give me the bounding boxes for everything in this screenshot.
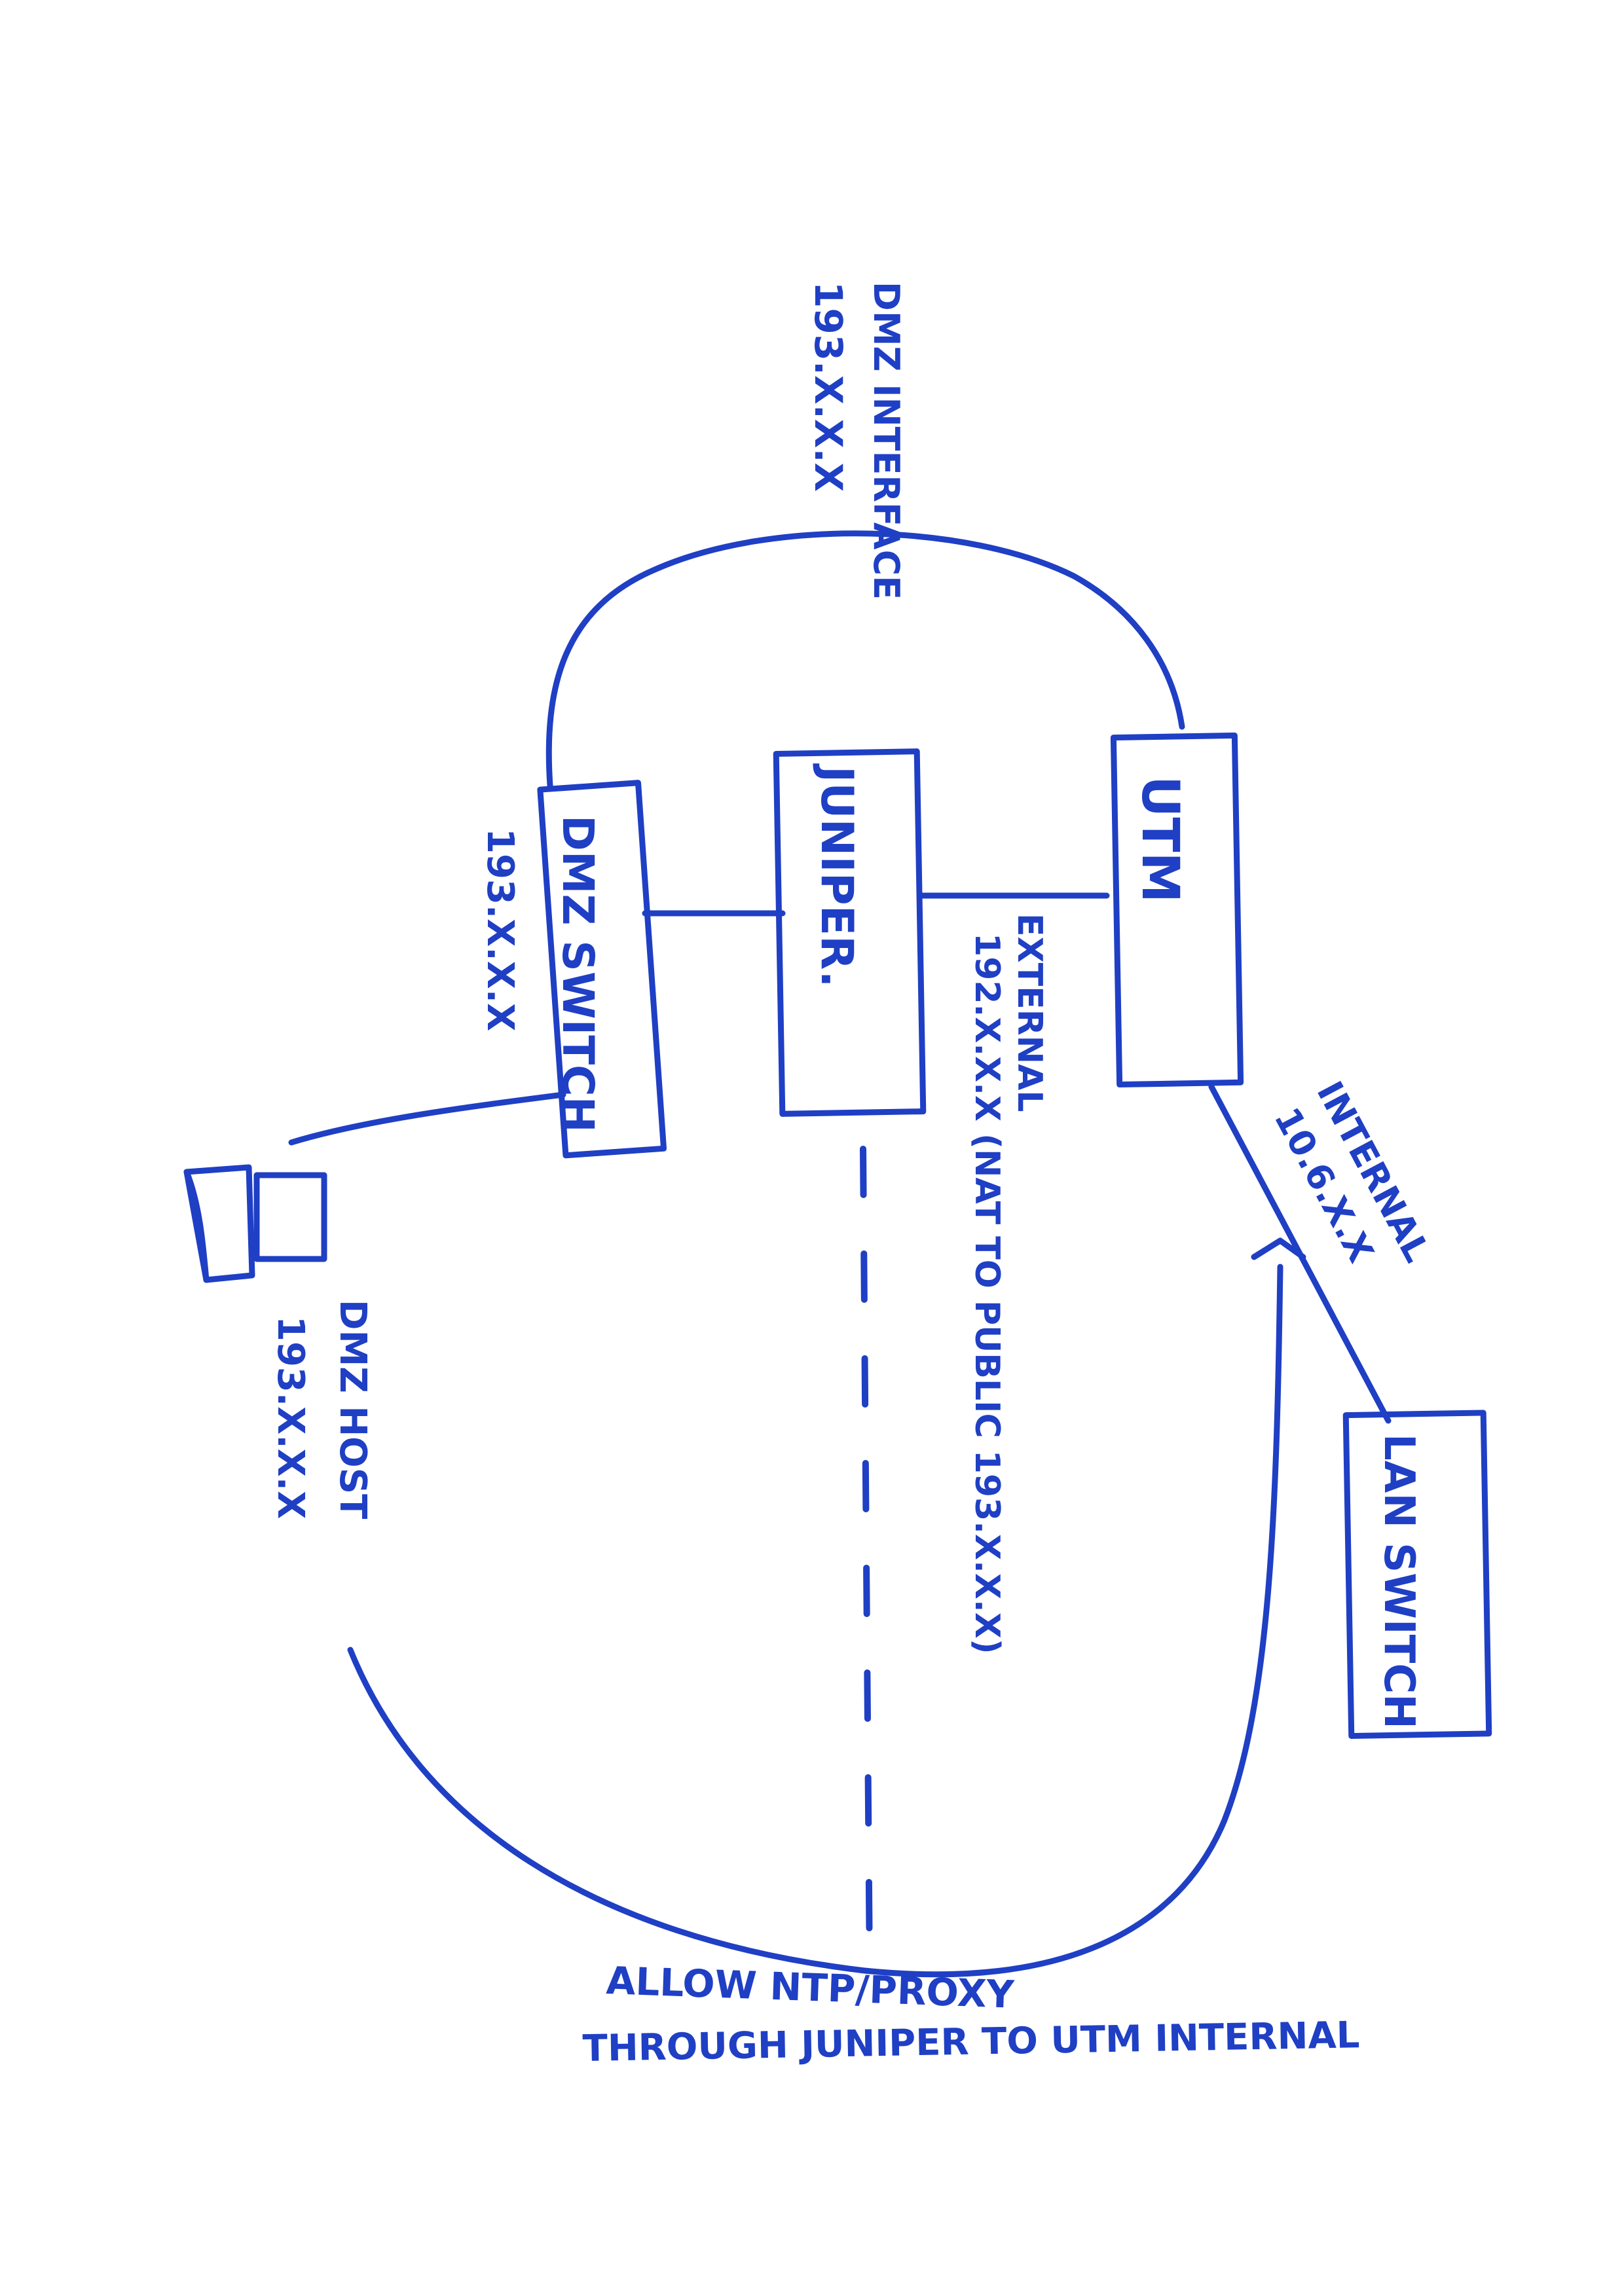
ntp-proxy-flow-path: [347, 1264, 1283, 1978]
juniper-dashed-divider: [860, 1146, 873, 1974]
flow-arrowhead-icon: [1251, 1237, 1306, 1260]
lan-switch-box: [1342, 1410, 1492, 1740]
dmz-interface-link: [545, 530, 1185, 789]
dmz-switch-box: [537, 780, 667, 1159]
juniper-label: JUNIPER.: [811, 763, 862, 987]
utm-box: [1110, 732, 1244, 1088]
juniper-box: [773, 748, 927, 1117]
dmz-interface-label: DMZ INTERFACE: [866, 282, 907, 600]
dmz-interface-ip-label: 193.X.X.X: [806, 282, 851, 492]
dmz-host-ip-label: 193.X.X.X: [269, 1316, 312, 1519]
server-icon: [183, 1164, 327, 1283]
external-ip-label: 192.X.X.X (NAT TO PUBLIC 193.X.X.X): [967, 933, 1006, 1654]
dmz-switch-ip-label: 193.X.X.X: [479, 828, 521, 1031]
note-line-1: ALLOW NTP/PROXY: [606, 1958, 1016, 2017]
utm-label: UTM: [1130, 776, 1189, 903]
external-label: EXTERNAL: [1010, 913, 1049, 1112]
dmz-switch-host-link: [288, 1091, 566, 1146]
lan-switch-label: LAN SWITCH: [1375, 1434, 1423, 1729]
note-line-2: THROUGH JUNIPER TO UTM INTERNAL: [582, 2014, 1360, 2070]
dmz-host-label: DMZ HOST: [331, 1300, 374, 1519]
dmz-switch-label: DMZ SWITCH: [553, 815, 603, 1133]
